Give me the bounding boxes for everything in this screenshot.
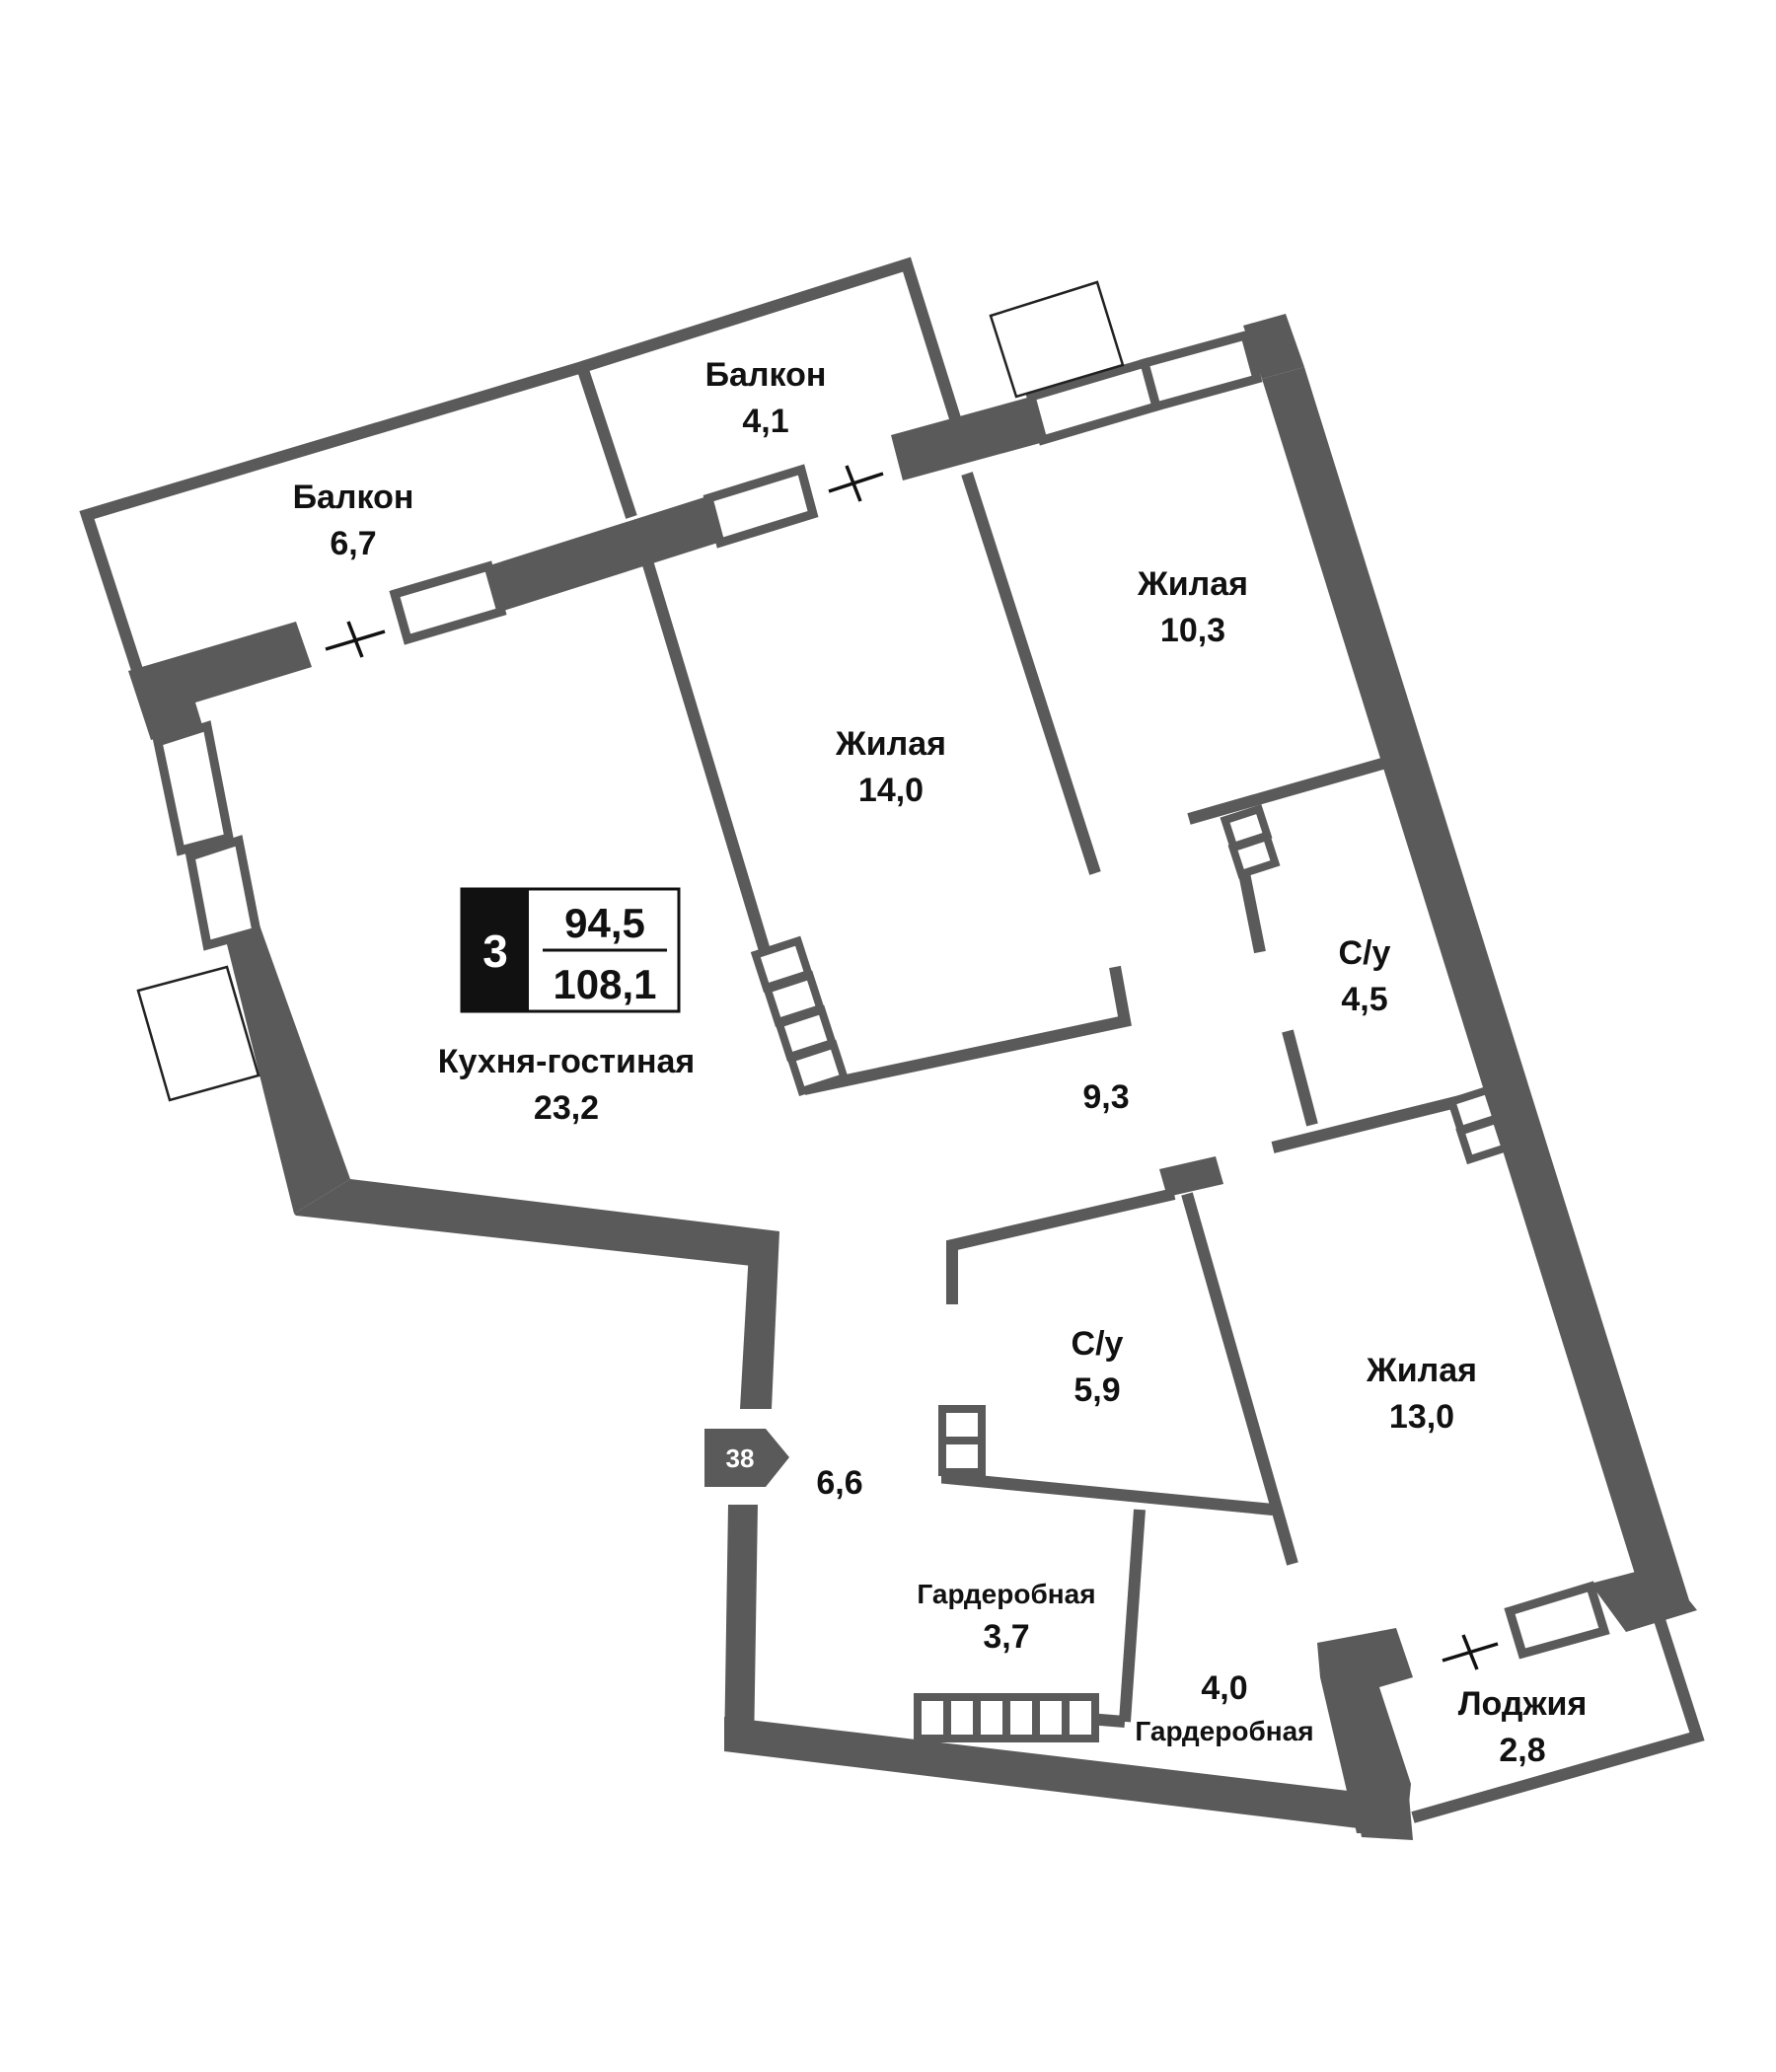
label-hall-area: 9,3 bbox=[1082, 1078, 1129, 1116]
label-kitchen-area: 23,2 bbox=[534, 1089, 599, 1127]
label-living10-area: 10,3 bbox=[1160, 612, 1225, 649]
wall-living10-left bbox=[961, 472, 1101, 875]
label-su59-name: С/у bbox=[1072, 1325, 1124, 1363]
entrance-marker: 38 bbox=[704, 1429, 789, 1487]
wall-right bbox=[1262, 367, 1689, 1612]
wall-column bbox=[1159, 1156, 1223, 1197]
label-living13-name: Жилая bbox=[1366, 1352, 1477, 1389]
label-living14-area: 14,0 bbox=[858, 772, 924, 809]
window-loggia bbox=[1504, 1581, 1610, 1660]
label-balcony-top-area: 4,1 bbox=[742, 403, 788, 440]
ac-unit-left bbox=[136, 965, 260, 1102]
label-wardrobe37-name: Гардеробная bbox=[917, 1579, 1095, 1609]
label-loggia-area: 2,8 bbox=[1499, 1732, 1545, 1769]
label-wardrobe37-area: 3,7 bbox=[983, 1618, 1029, 1656]
balcony-top-outline bbox=[580, 257, 961, 420]
wall-su59-bottom bbox=[941, 1421, 1274, 1516]
wall-top-left bbox=[128, 622, 312, 740]
vent-su45 bbox=[1220, 804, 1281, 879]
door-mark-balcony-top-tick bbox=[845, 465, 862, 502]
label-su45-name: С/у bbox=[1339, 934, 1391, 972]
vent-su59 bbox=[938, 1405, 986, 1476]
label-living10-name: Жилая bbox=[1137, 565, 1248, 603]
wall-su45-left-lower bbox=[1282, 1029, 1318, 1127]
window-left-2 bbox=[185, 835, 262, 951]
wall-kitchen-bottom bbox=[294, 1179, 779, 1268]
balcony-left-outline bbox=[79, 359, 637, 675]
badge-living-area: 94,5 bbox=[564, 900, 645, 946]
label-su45-area: 4,5 bbox=[1341, 981, 1387, 1018]
window-balcony-top bbox=[703, 464, 819, 549]
badge-rooms-count: 3 bbox=[482, 925, 508, 977]
label-su59-area: 5,9 bbox=[1073, 1371, 1120, 1409]
label-kitchen-name: Кухня-гостиная bbox=[438, 1043, 695, 1080]
badge-total-area: 108,1 bbox=[553, 961, 656, 1007]
wall-living14-bottom bbox=[802, 965, 1132, 1095]
wall-su45-right bbox=[1395, 758, 1498, 1095]
label-balcony-top-name: Балкон bbox=[705, 356, 827, 394]
label-corridor-area: 6,6 bbox=[816, 1464, 862, 1502]
label-wardrobe40-name: Гардеробная bbox=[1135, 1716, 1313, 1746]
wall-loggia-left bbox=[1317, 1628, 1413, 1833]
wall-bottom-corner bbox=[1357, 1796, 1413, 1840]
vent-living13 bbox=[1446, 1084, 1511, 1165]
label-wardrobe40-area: 4,0 bbox=[1201, 1669, 1247, 1707]
label-balcony-left-name: Балкон bbox=[293, 479, 414, 516]
wall-left bbox=[219, 903, 350, 1214]
loggia-outline bbox=[1411, 1596, 1705, 1823]
door-mark-balcony-left-tick bbox=[346, 621, 364, 658]
wall-su59-top bbox=[946, 1188, 1176, 1304]
window-balcony-left bbox=[389, 560, 507, 645]
label-loggia-name: Лоджия bbox=[1458, 1685, 1588, 1723]
label-living14-name: Жилая bbox=[835, 725, 946, 763]
badge-rooms bbox=[462, 889, 529, 1011]
window-left-1 bbox=[152, 720, 235, 856]
label-balcony-left-area: 6,7 bbox=[330, 525, 376, 562]
wall-su45-top bbox=[1187, 752, 1405, 825]
entrance-number: 38 bbox=[726, 1443, 755, 1473]
window-top-right-2 bbox=[1139, 330, 1263, 412]
ac-unit-top bbox=[989, 280, 1125, 399]
door-mark-loggia-tick bbox=[1461, 1634, 1479, 1670]
vent-wardrobe bbox=[914, 1693, 1099, 1742]
wall-corridor-left-upper bbox=[740, 1231, 779, 1409]
wall-su59-right bbox=[1181, 1192, 1298, 1566]
wall-top-mid bbox=[483, 495, 724, 613]
label-living13-area: 13,0 bbox=[1389, 1398, 1454, 1436]
wall-wardrobe-divider bbox=[1119, 1509, 1146, 1723]
wall-corner-top-right bbox=[1243, 314, 1304, 379]
wall-corridor-left-lower bbox=[724, 1505, 758, 1751]
wall-loggia-top bbox=[1591, 1569, 1697, 1632]
wall-bottom bbox=[724, 1717, 1406, 1833]
door-mark-balcony-top bbox=[828, 472, 884, 493]
vent-living14 bbox=[750, 935, 850, 1096]
wall-top-right bbox=[891, 397, 1044, 481]
apartment-badge: 3 94,5 108,1 bbox=[460, 887, 681, 1013]
